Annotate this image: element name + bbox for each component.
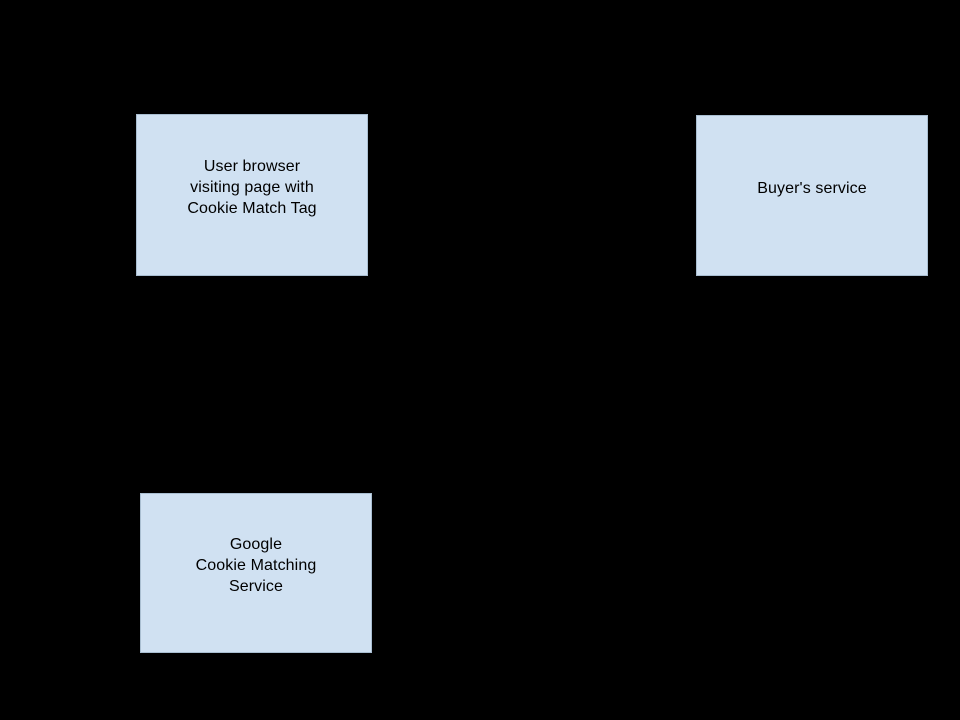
node-user-browser-label: User browser visiting page with Cookie M… bbox=[187, 157, 317, 217]
node-buyers-service[interactable]: Buyer's service bbox=[696, 115, 928, 276]
node-google-cookie-matching-service[interactable]: Google Cookie Matching Service bbox=[140, 493, 372, 653]
node-google-cookie-matching-service-label: Google Cookie Matching Service bbox=[195, 535, 317, 595]
node-user-browser[interactable]: User browser visiting page with Cookie M… bbox=[136, 114, 368, 276]
node-buyers-service-label: Buyer's service bbox=[757, 180, 867, 197]
